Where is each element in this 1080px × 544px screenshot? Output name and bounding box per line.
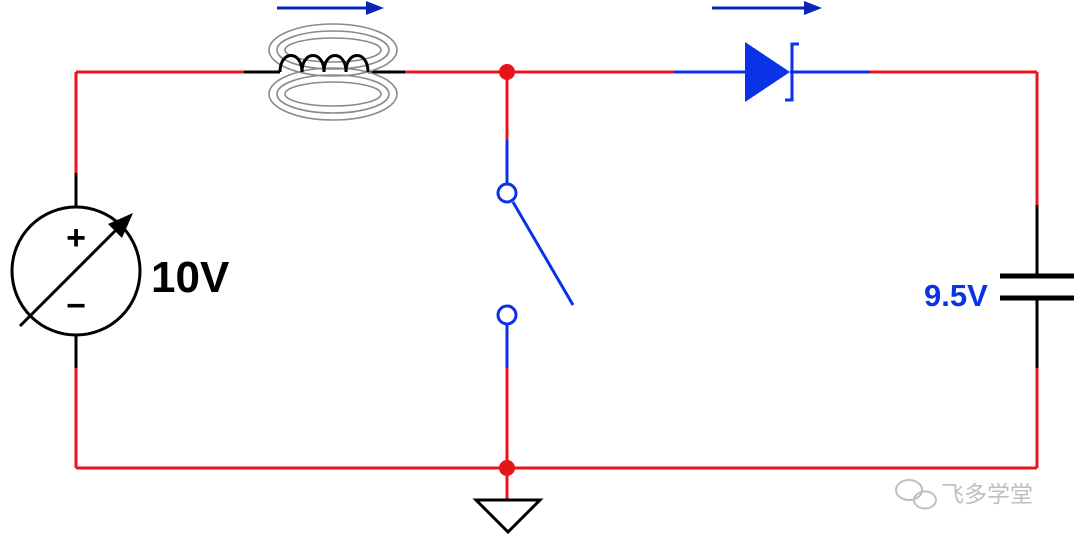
inductor-coil-icon xyxy=(278,54,370,73)
source-plus-sign: + xyxy=(66,219,86,257)
capacitor xyxy=(1000,273,1074,301)
current-arrow-inductor-icon xyxy=(277,1,384,15)
source-minus-sign: − xyxy=(66,287,86,325)
ground-icon xyxy=(472,498,544,535)
source-voltage-label: 10V xyxy=(151,253,230,302)
diode xyxy=(745,42,799,102)
switch xyxy=(496,182,575,326)
switch-terminal-bottom xyxy=(496,304,518,326)
node-dot-top xyxy=(499,64,515,80)
watermark-text: 飞多学堂 xyxy=(941,482,1033,508)
capacitor-voltage-label: 9.5V xyxy=(924,278,988,313)
inductor xyxy=(268,23,398,121)
node-dot-bottom xyxy=(499,460,515,476)
variable-arrow-shaft xyxy=(18,224,122,328)
black-leads xyxy=(74,70,1039,368)
source-circle xyxy=(10,205,142,337)
switch-blade xyxy=(511,201,575,306)
switch-terminal-top xyxy=(496,182,518,204)
current-arrow-diode-icon xyxy=(712,1,822,15)
voltage-source: + − xyxy=(10,205,142,337)
blue-wires xyxy=(505,70,870,368)
diode-cathode-bar-icon xyxy=(785,42,799,102)
diode-triangle-icon xyxy=(745,42,790,102)
watermark: 飞多学堂 xyxy=(895,479,1033,510)
wechat-icon xyxy=(895,479,937,510)
variable-arrow-head-icon xyxy=(108,213,133,238)
magnetic-field-loops xyxy=(268,23,398,121)
